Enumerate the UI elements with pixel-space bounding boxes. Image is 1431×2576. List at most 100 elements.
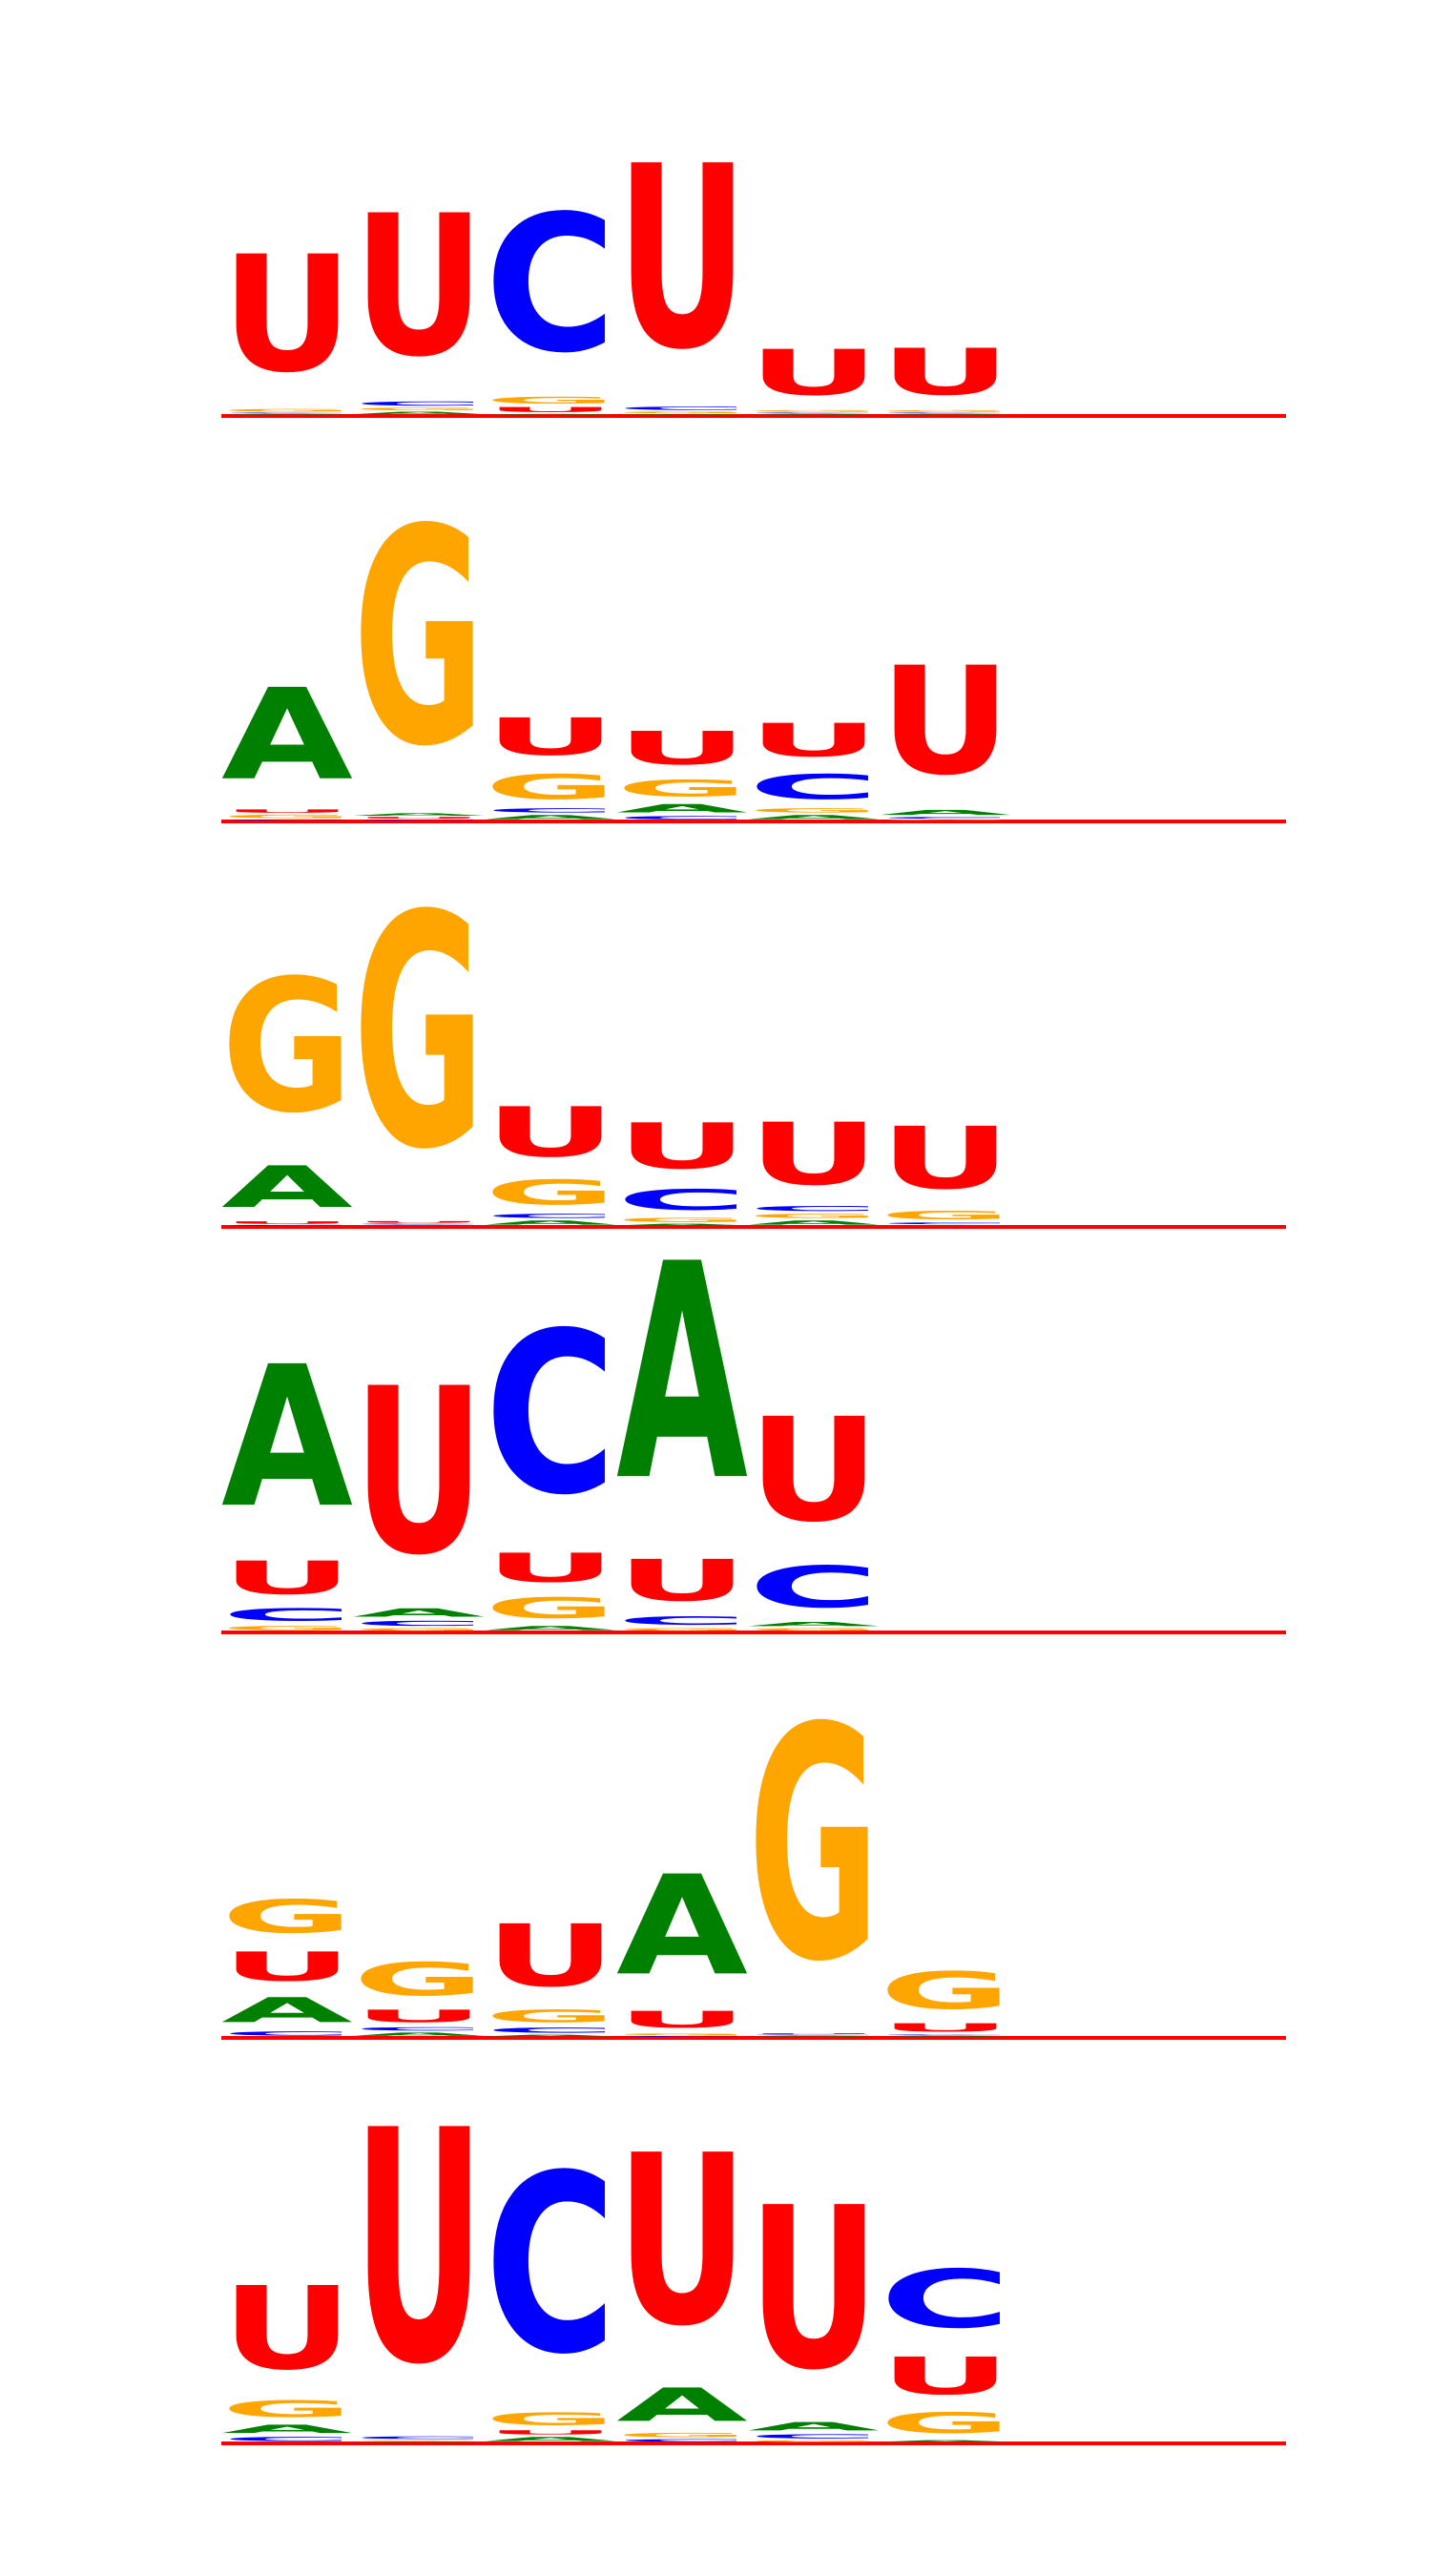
letter-C: C [748, 1205, 880, 1213]
letter-A: A [748, 2036, 880, 2037]
letter-U: U [880, 1110, 1011, 1209]
letter-G: G [353, 1953, 485, 2006]
letter-U: U [880, 2346, 1011, 2406]
letter-C: C [485, 1284, 616, 1544]
letter-A: A [880, 808, 1011, 816]
letter-U: U [748, 2033, 880, 2034]
letter-C: C [616, 2439, 748, 2442]
letter-A: A [221, 1154, 353, 1220]
letter-A: A [485, 2034, 616, 2037]
letter-G: G [353, 2440, 485, 2441]
letter-U: U [485, 1907, 616, 2006]
letter-A: A [221, 1325, 353, 1551]
letter-U: U [353, 2006, 485, 2026]
letter-C: C [485, 2026, 616, 2034]
letter-A: A [748, 414, 880, 415]
letter-C: C [353, 820, 485, 821]
letter-A: A [485, 1625, 616, 1631]
letter-U: U [748, 1106, 880, 1205]
letter-G: G [485, 2409, 616, 2429]
letter-U: U [880, 636, 1011, 808]
letter-A: A [485, 814, 616, 821]
letter-C: C [880, 1222, 1011, 1225]
letter-G: G [353, 1628, 485, 1631]
letter-G: G [353, 847, 485, 1220]
letter-U: U [353, 817, 485, 820]
letter-C: C [616, 815, 748, 821]
letter-U: U [616, 113, 748, 405]
letter-C: C [221, 2436, 353, 2442]
letter-C: C [485, 176, 616, 394]
letter-G: G [485, 767, 616, 807]
letter-A: A [880, 414, 1011, 415]
letter-A: A [353, 2031, 485, 2037]
letter-U: U [748, 337, 880, 410]
letter-G: G [485, 1591, 616, 1625]
letter-A: A [485, 414, 616, 415]
letter-G: G [221, 2396, 353, 2422]
letter-C: C [880, 2034, 1011, 2035]
letter-C: C [221, 412, 353, 413]
letter-C: C [748, 2433, 880, 2440]
letter-G: G [353, 407, 485, 411]
letter-A: A [353, 1606, 485, 1619]
letter-G: G [485, 2006, 616, 2026]
letter-G: G [221, 1625, 353, 1631]
letter-C: C [221, 2030, 353, 2037]
letter-C: C [748, 2034, 880, 2035]
letter-U: U [353, 175, 485, 401]
letter-U: U [616, 2105, 748, 2378]
letter-G: G [880, 820, 1011, 821]
letter-U: U [353, 2062, 485, 2435]
letter-A: A [353, 411, 485, 415]
letter-A: A [616, 1223, 748, 1226]
letter-A: A [353, 813, 485, 817]
letter-G: G [880, 2407, 1011, 2441]
letter-A: A [748, 1621, 880, 1628]
letter-A: A [748, 2420, 880, 2433]
letter-U: U [221, 808, 353, 814]
letter-G: G [616, 776, 748, 802]
letter-C: C [353, 1223, 485, 1224]
letter-G: G [880, 1962, 1011, 2022]
letter-U: U [221, 2263, 353, 2396]
letter-U: U [748, 2161, 880, 2420]
letter-G: G [616, 1216, 748, 1223]
letter-U: U [221, 1220, 353, 1224]
letter-G: G [616, 2033, 748, 2036]
letter-C: C [748, 1554, 880, 1621]
letter-G: G [485, 1173, 616, 1213]
letter-G: G [616, 2432, 748, 2439]
letter-A: A [353, 2441, 485, 2442]
letter-C: C [485, 2124, 616, 2409]
letter-U: U [880, 2021, 1011, 2034]
letter-A: A [748, 1219, 880, 1226]
letter-A: A [221, 414, 353, 415]
letter-C: C [353, 2436, 485, 2440]
letter-C: C [221, 1605, 353, 1625]
letter-A: A [616, 1847, 748, 2006]
letter-U: U [485, 405, 616, 413]
letter-G: G [748, 2440, 880, 2442]
letter-A: A [616, 801, 748, 815]
letter-A: A [616, 2379, 748, 2432]
letter-C: C [485, 807, 616, 814]
letter-A: A [748, 814, 880, 821]
letter-A: A [221, 2422, 353, 2436]
letter-C: C [221, 820, 353, 821]
letter-G: G [485, 395, 616, 405]
letter-U: U [748, 1387, 880, 1554]
letter-A: A [616, 414, 748, 415]
letter-C: C [221, 1225, 353, 1226]
letter-A: A [880, 2036, 1011, 2037]
letter-C: C [485, 1213, 616, 1219]
letter-U: U [221, 221, 353, 408]
letter-G: G [880, 1209, 1011, 1222]
letter-A: A [221, 1990, 353, 2030]
letter-C: C [616, 405, 748, 411]
letter-C: C [880, 2254, 1011, 2346]
letter-U: U [353, 1339, 485, 1605]
letter-G: G [353, 466, 485, 811]
letter-C: C [616, 2036, 748, 2037]
